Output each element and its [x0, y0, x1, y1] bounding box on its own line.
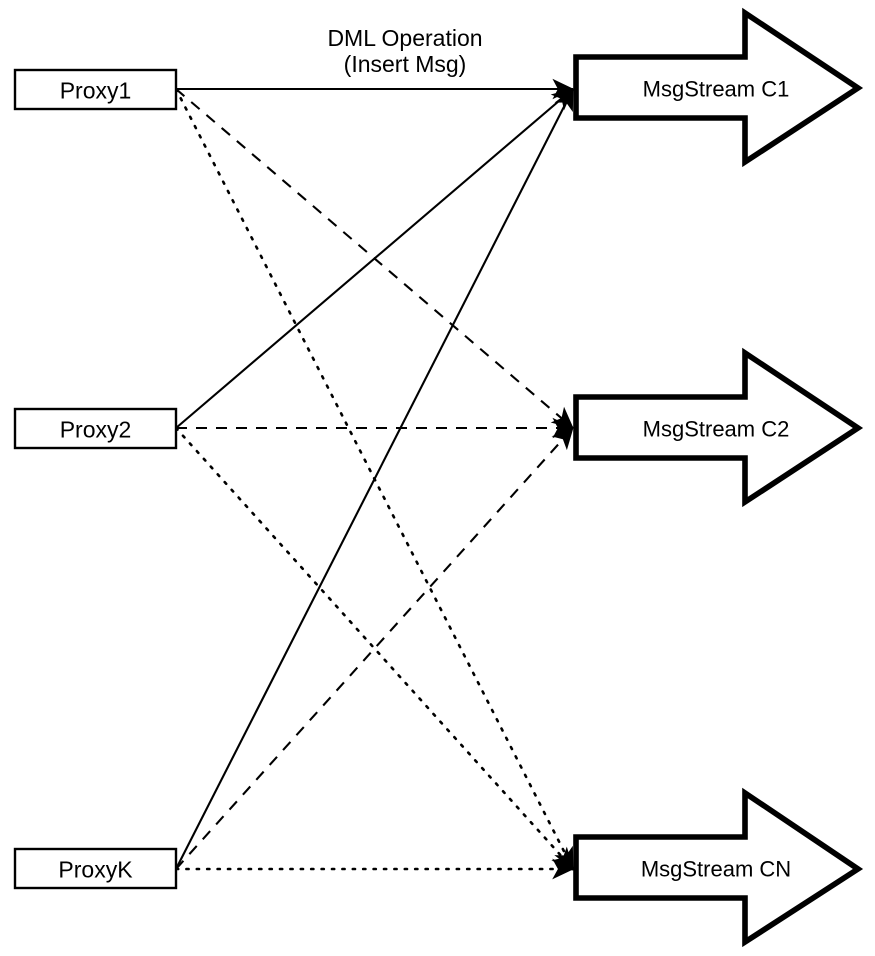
proxy-node-proxy1[interactable]: Proxy1	[13, 68, 178, 111]
msgstream-label: MsgStream C1	[643, 77, 790, 102]
edges-layer	[174, 78, 575, 880]
proxy-box	[13, 407, 178, 450]
msgstream-arrow-shape	[573, 347, 864, 508]
connector-e-pk-c2	[175, 427, 574, 870]
connector-line	[175, 427, 574, 870]
streams-layer: MsgStream C1 MsgStream C2 MsgStream CN	[573, 7, 864, 948]
msgstream-stream_c1[interactable]: MsgStream C1	[573, 7, 864, 168]
proxy-node-proxyK[interactable]: ProxyK	[13, 847, 178, 890]
proxy-node-proxy2[interactable]: Proxy2	[13, 407, 178, 450]
proxy-label: Proxy2	[60, 417, 132, 443]
msgstream-arrow-shape	[573, 787, 864, 948]
proxy-box	[13, 68, 178, 111]
connector-line	[175, 88, 574, 870]
proxy-label: Proxy1	[60, 78, 132, 104]
caption-line-2: (Insert Msg)	[344, 51, 467, 77]
msgstream-label: MsgStream CN	[641, 857, 791, 882]
connector-e-p2-c1	[175, 88, 574, 429]
proxy-box	[13, 847, 178, 890]
msgstream-stream_c2[interactable]: MsgStream C2	[573, 347, 864, 508]
msgstream-stream_cn[interactable]: MsgStream CN	[573, 787, 864, 948]
caption-line-1: DML Operation	[327, 25, 482, 51]
msgstream-arrow-shape	[573, 7, 864, 168]
connector-e-pk-c1	[175, 88, 574, 870]
dml-operation-caption: DML Operation (Insert Msg)	[327, 25, 482, 77]
connector-line	[175, 88, 574, 429]
proxy-label: ProxyK	[58, 857, 133, 883]
msgstream-label: MsgStream C2	[643, 417, 790, 442]
